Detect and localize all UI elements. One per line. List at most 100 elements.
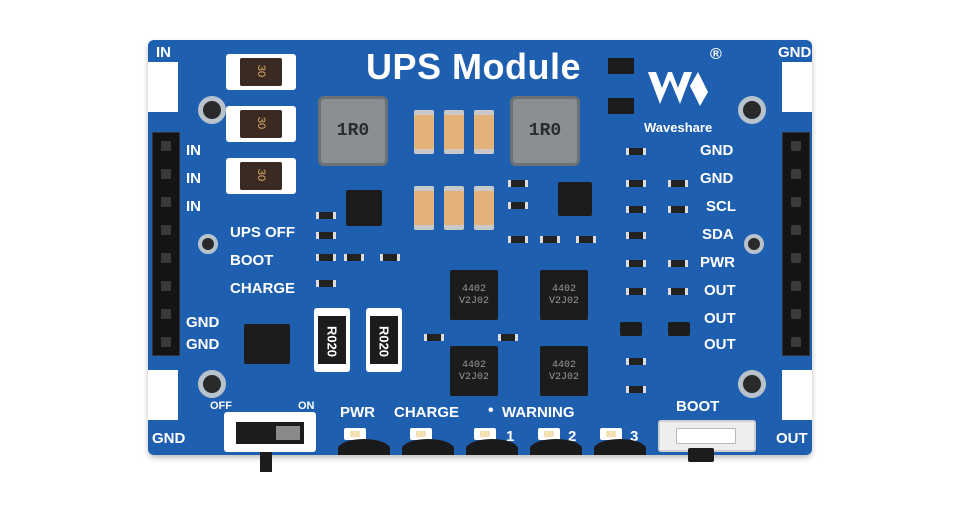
switch-on-label: ON: [298, 400, 315, 412]
corner-pad-bottom-left: [148, 370, 178, 420]
led-label-charge: CHARGE: [394, 404, 460, 421]
charge-ic: 4402 V2J02: [540, 346, 588, 396]
led-warning-2: [538, 428, 560, 440]
smd-resistor: [380, 254, 400, 261]
smd-resistor: [626, 148, 646, 155]
smd-resistor: [316, 232, 336, 239]
smd-resistor: [344, 254, 364, 261]
led-pwr: [344, 428, 366, 440]
right-pin-label: SDA: [702, 226, 734, 243]
capacitor: [414, 110, 434, 154]
charge-ic: 4402 V2J02: [540, 270, 588, 320]
mounting-hole: [744, 234, 764, 254]
right-pin-label: OUT: [704, 282, 736, 299]
boot-button-label: BOOT: [676, 398, 720, 415]
battery-connector: [466, 439, 518, 455]
small-ic: [668, 322, 690, 336]
smd-resistor: [316, 280, 336, 287]
label-top-right: GND: [778, 44, 812, 61]
protection-ic: [244, 324, 290, 364]
left-pin-label: IN: [186, 142, 201, 159]
label-top-left: IN: [156, 44, 171, 61]
inductor: 1R0: [318, 96, 388, 166]
led-label-2: 2: [568, 428, 577, 445]
switch-lever[interactable]: [260, 452, 272, 472]
battery-connector: [594, 439, 646, 455]
mosfet: [602, 52, 640, 80]
qfn-chip: [346, 190, 382, 226]
fuse: 30: [226, 158, 296, 194]
board-title: UPS Module: [366, 46, 582, 87]
mounting-hole: [198, 96, 226, 124]
mosfet: [602, 92, 640, 120]
capacitor: [414, 186, 434, 230]
left-pin-label: IN: [186, 170, 201, 187]
registered-mark: ®: [710, 46, 722, 63]
inductor: 1R0: [510, 96, 580, 166]
boot-button-actuator[interactable]: [688, 448, 714, 462]
smd-resistor: [576, 236, 596, 243]
capacitor: [444, 186, 464, 230]
shunt-resistor: R020: [366, 308, 402, 372]
corner-pad-bottom-right: [782, 370, 812, 420]
corner-pad-top-right: [782, 62, 812, 112]
smd-resistor: [424, 334, 444, 341]
led-charge: [410, 428, 432, 440]
left-pin-header: [152, 132, 180, 356]
right-pin-label: OUT: [704, 310, 736, 327]
battery-connector: [530, 439, 582, 455]
smd-resistor: [626, 260, 646, 267]
charge-label: CHARGE: [230, 280, 296, 297]
smd-resistor: [668, 206, 688, 213]
right-pin-label: PWR: [700, 254, 735, 271]
battery-connector: [402, 439, 454, 455]
boot-label: BOOT: [230, 252, 274, 269]
corner-pad-top-left: [148, 62, 178, 112]
charge-ic: 4402 V2J02: [450, 346, 498, 396]
right-pin-label: GND: [700, 142, 734, 159]
label-bottom-left: GND: [152, 430, 186, 447]
mounting-hole: [738, 370, 766, 398]
mounting-hole: [738, 96, 766, 124]
led-label-3: 3: [630, 428, 639, 445]
smd-resistor: [626, 180, 646, 187]
smd-resistor: [508, 202, 528, 209]
mounting-hole: [198, 370, 226, 398]
fuse: 30: [226, 106, 296, 142]
charge-ic: 4402 V2J02: [450, 270, 498, 320]
fuse: 30: [226, 54, 296, 90]
smd-resistor: [626, 386, 646, 393]
smd-resistor: [626, 288, 646, 295]
smd-resistor: [626, 358, 646, 365]
smd-resistor: [498, 334, 518, 341]
led-warning-1: [474, 428, 496, 440]
switch-off-label: OFF: [210, 400, 232, 412]
led-label-pwr: PWR: [340, 404, 375, 421]
led-label-warning: WARNING: [502, 404, 575, 421]
capacitor: [474, 110, 494, 154]
smd-resistor: [508, 180, 528, 187]
right-pin-label: GND: [700, 170, 734, 187]
smd-resistor: [508, 236, 528, 243]
led-label-1: 1: [506, 428, 515, 445]
shunt-resistor: R020: [314, 308, 350, 372]
brand-name: Waveshare: [644, 120, 713, 135]
smd-resistor: [626, 206, 646, 213]
smd-resistor: [626, 232, 646, 239]
label-bottom-right: OUT: [776, 430, 808, 447]
power-switch[interactable]: [224, 412, 316, 452]
smd-resistor: [316, 254, 336, 261]
smd-resistor: [316, 212, 336, 219]
capacitor: [474, 186, 494, 230]
smd-resistor: [668, 288, 688, 295]
mounting-hole: [198, 234, 218, 254]
smd-resistor: [668, 180, 688, 187]
right-pin-label: OUT: [704, 336, 736, 353]
waveshare-logo-icon: [648, 72, 708, 106]
left-gnd-label: GND: [186, 314, 220, 331]
smd-resistor: [668, 260, 688, 267]
switch-knob[interactable]: [276, 426, 300, 440]
smd-resistor: [540, 236, 560, 243]
bullet-dot: •: [488, 402, 494, 419]
battery-connector: [338, 439, 390, 455]
